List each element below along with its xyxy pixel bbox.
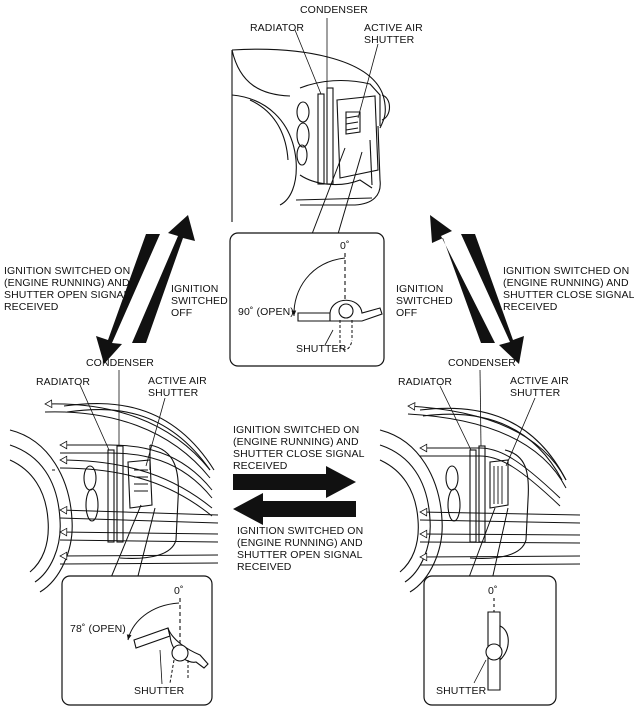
arrow-top-to-right xyxy=(461,234,524,364)
left-callout-leader xyxy=(109,504,156,581)
left-shutter-inset xyxy=(61,575,213,706)
right-vehicle-illustration xyxy=(379,369,567,593)
top-vehicle-illustration xyxy=(231,18,391,222)
right-active-air-shutter-label: ACTIVE AIR SHUTTER xyxy=(510,375,569,399)
top-active-air-shutter-label: ACTIVE AIR SHUTTER xyxy=(364,22,423,46)
right-shutter-label: SHUTTER xyxy=(436,685,487,697)
top-angle-open-label: 90˚ (OPEN) xyxy=(238,306,294,318)
right-angle-zero-label: 0˚ xyxy=(488,585,498,597)
left-active-air-shutter-label: ACTIVE AIR SHUTTER xyxy=(148,375,207,399)
right-shutter-inset xyxy=(423,575,557,706)
transition-top-to-right-label: IGNITION SWITCHED ON (ENGINE RUNNING) AN… xyxy=(503,265,634,313)
arrow-right-to-left xyxy=(233,493,356,525)
top-shutter-inset xyxy=(229,232,385,367)
left-condenser-label: CONDENSER xyxy=(86,357,154,369)
transition-left-to-top-label: IGNITION SWITCHED OFF xyxy=(171,283,228,319)
left-airflow-arrows xyxy=(44,399,219,565)
top-shutter-label: SHUTTER xyxy=(296,343,347,355)
left-angle-zero-label: 0˚ xyxy=(174,585,184,597)
top-condenser-label: CONDENSER xyxy=(300,4,368,16)
top-callout-leader xyxy=(311,147,363,235)
arrow-left-to-right xyxy=(233,466,356,498)
transition-right-to-left-label: IGNITION SWITCHED ON (ENGINE RUNNING) AN… xyxy=(237,525,364,573)
top-radiator-label: RADIATOR xyxy=(250,22,305,34)
arrow-top-to-left xyxy=(96,234,160,364)
right-callout-leader xyxy=(467,507,509,581)
transition-top-to-left-label: IGNITION SWITCHED ON (ENGINE RUNNING) AN… xyxy=(4,265,131,313)
left-radiator-label: RADIATOR xyxy=(36,376,91,388)
right-radiator-label: RADIATOR xyxy=(398,376,453,388)
left-vehicle-illustration xyxy=(9,370,215,593)
top-angle-zero-label: 0˚ xyxy=(340,240,350,252)
arrow-right-to-top xyxy=(430,215,495,343)
arrow-left-to-top xyxy=(132,215,195,343)
transition-left-to-right-label: IGNITION SWITCHED ON (ENGINE RUNNING) AN… xyxy=(233,424,365,472)
left-angle-open-label: 78˚ (OPEN) xyxy=(70,623,126,635)
right-condenser-label: CONDENSER xyxy=(448,357,516,369)
left-shutter-label: SHUTTER xyxy=(134,685,185,697)
transition-right-to-top-label: IGNITION SWITCHED OFF xyxy=(396,283,453,319)
